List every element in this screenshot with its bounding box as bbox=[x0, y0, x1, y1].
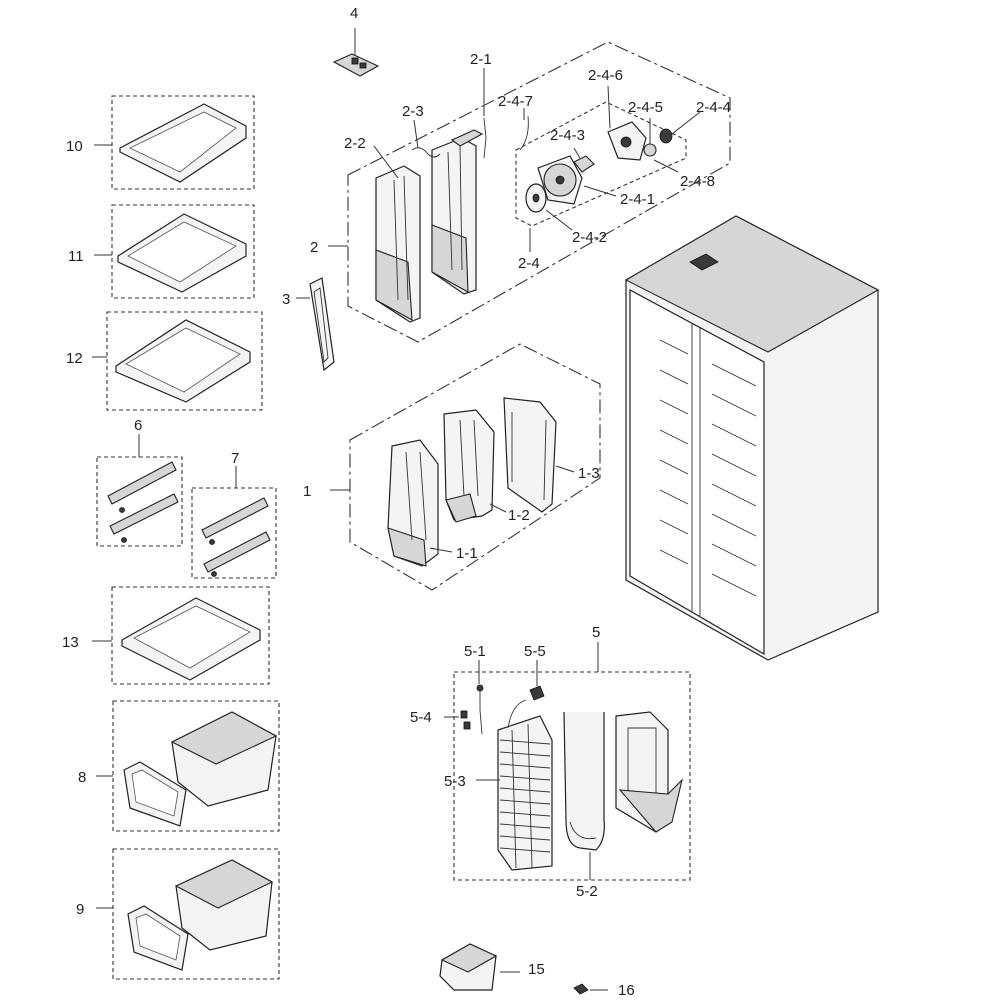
part-2-4-4-cap[interactable] bbox=[659, 111, 701, 144]
refrigerator-cabinet bbox=[624, 215, 880, 661]
label-8: 8 bbox=[78, 769, 86, 786]
part-2-3-duct-cover[interactable] bbox=[411, 119, 477, 295]
part-2-4-8-screw[interactable] bbox=[653, 159, 679, 173]
label-5-5: 5-5 bbox=[524, 643, 546, 660]
label-2-4-8: 2-4-8 bbox=[680, 173, 715, 190]
part-2-4-2-fan-blade[interactable] bbox=[525, 183, 573, 231]
label-2-2: 2-2 bbox=[344, 135, 366, 152]
assembly-1-box bbox=[330, 343, 601, 591]
part-8-drawer[interactable] bbox=[123, 711, 278, 827]
label-5-1: 5-1 bbox=[464, 643, 486, 660]
shelf-12-box bbox=[92, 311, 263, 411]
label-2-4-3: 2-4-3 bbox=[550, 127, 585, 144]
part-5-1-sensor[interactable] bbox=[476, 660, 484, 735]
label-1-3: 1-3 bbox=[578, 465, 600, 482]
part-2-1-sensor-wire[interactable] bbox=[450, 68, 487, 159]
label-2-4-7: 2-4-7 bbox=[498, 93, 533, 110]
label-2-4: 2-4 bbox=[518, 255, 540, 272]
rails-6-box bbox=[96, 434, 183, 547]
label-13: 13 bbox=[62, 634, 79, 651]
part-16-screw[interactable] bbox=[573, 983, 608, 995]
label-2-1: 2-1 bbox=[470, 51, 492, 68]
label-4: 4 bbox=[350, 5, 358, 22]
label-2-3: 2-3 bbox=[402, 103, 424, 120]
part-5-2-heater[interactable] bbox=[563, 711, 605, 880]
drawer-8-box bbox=[96, 700, 280, 832]
label-2-4-2: 2-4-2 bbox=[572, 229, 607, 246]
label-1: 1 bbox=[303, 483, 311, 500]
part-10-shelf[interactable] bbox=[119, 103, 247, 183]
label-11: 11 bbox=[68, 248, 84, 265]
part-12-shelf[interactable] bbox=[115, 319, 251, 403]
shelf-10-box bbox=[94, 95, 255, 190]
label-1-1: 1-1 bbox=[456, 545, 478, 562]
label-1-2: 1-2 bbox=[508, 507, 530, 524]
shelf-13-box bbox=[92, 586, 270, 685]
label-16: 16 bbox=[618, 982, 635, 999]
label-5-2: 5-2 bbox=[576, 883, 598, 900]
part-2-4-3-motor[interactable] bbox=[573, 147, 595, 173]
assembly-2-box bbox=[328, 41, 731, 343]
shelf-11-box bbox=[94, 204, 255, 299]
part-9-drawer[interactable] bbox=[127, 859, 274, 971]
assembly-2-4-box bbox=[515, 101, 687, 252]
part-2-2-duct-panel[interactable] bbox=[373, 145, 421, 323]
part-1-2-duct-cover[interactable] bbox=[443, 409, 507, 523]
label-5-4: 5-4 bbox=[410, 709, 432, 726]
label-7: 7 bbox=[231, 450, 239, 467]
part-3-gasket[interactable] bbox=[296, 277, 335, 372]
label-10: 10 bbox=[66, 138, 83, 155]
drawer-9-box bbox=[96, 848, 280, 980]
part-2-4-5-grommet[interactable] bbox=[643, 118, 657, 157]
label-2-4-1: 2-4-1 bbox=[620, 191, 655, 208]
label-5-3: 5-3 bbox=[444, 773, 466, 790]
label-2-4-4: 2-4-4 bbox=[696, 99, 731, 116]
rails-7-box bbox=[191, 466, 277, 579]
part-7-rails[interactable] bbox=[201, 497, 271, 577]
label-2: 2 bbox=[310, 239, 318, 256]
label-6: 6 bbox=[134, 417, 142, 434]
part-5-5-fuse[interactable] bbox=[529, 660, 545, 701]
part-15-cover[interactable] bbox=[439, 943, 520, 991]
part-5-cover-bracket[interactable] bbox=[615, 711, 683, 833]
label-2-4-5: 2-4-5 bbox=[628, 99, 663, 116]
part-2-4-6-motor-bracket[interactable] bbox=[607, 85, 647, 161]
part-2-4-7-wire[interactable] bbox=[519, 108, 529, 151]
label-9: 9 bbox=[76, 901, 84, 918]
label-15: 15 bbox=[528, 961, 545, 978]
part-5-4-clip[interactable] bbox=[444, 710, 471, 730]
label-5: 5 bbox=[592, 624, 600, 641]
part-11-shelf[interactable] bbox=[117, 213, 247, 293]
part-4-bracket[interactable] bbox=[332, 28, 380, 77]
part-5-3-evaporator[interactable] bbox=[476, 699, 553, 871]
part-1-3-panel[interactable] bbox=[503, 397, 575, 513]
label-2-4-6: 2-4-6 bbox=[588, 67, 623, 84]
part-1-1-duct[interactable] bbox=[387, 439, 453, 567]
label-3: 3 bbox=[282, 291, 290, 308]
part-6-rails[interactable] bbox=[107, 461, 179, 543]
part-13-shelf[interactable] bbox=[121, 597, 261, 681]
callout-labels: 4 2-1 2-4-6 2-4-7 2-4-5 2-4-4 2-3 2-4-3 … bbox=[62, 5, 731, 999]
assembly-5-box bbox=[453, 642, 691, 881]
label-12: 12 bbox=[66, 350, 83, 367]
